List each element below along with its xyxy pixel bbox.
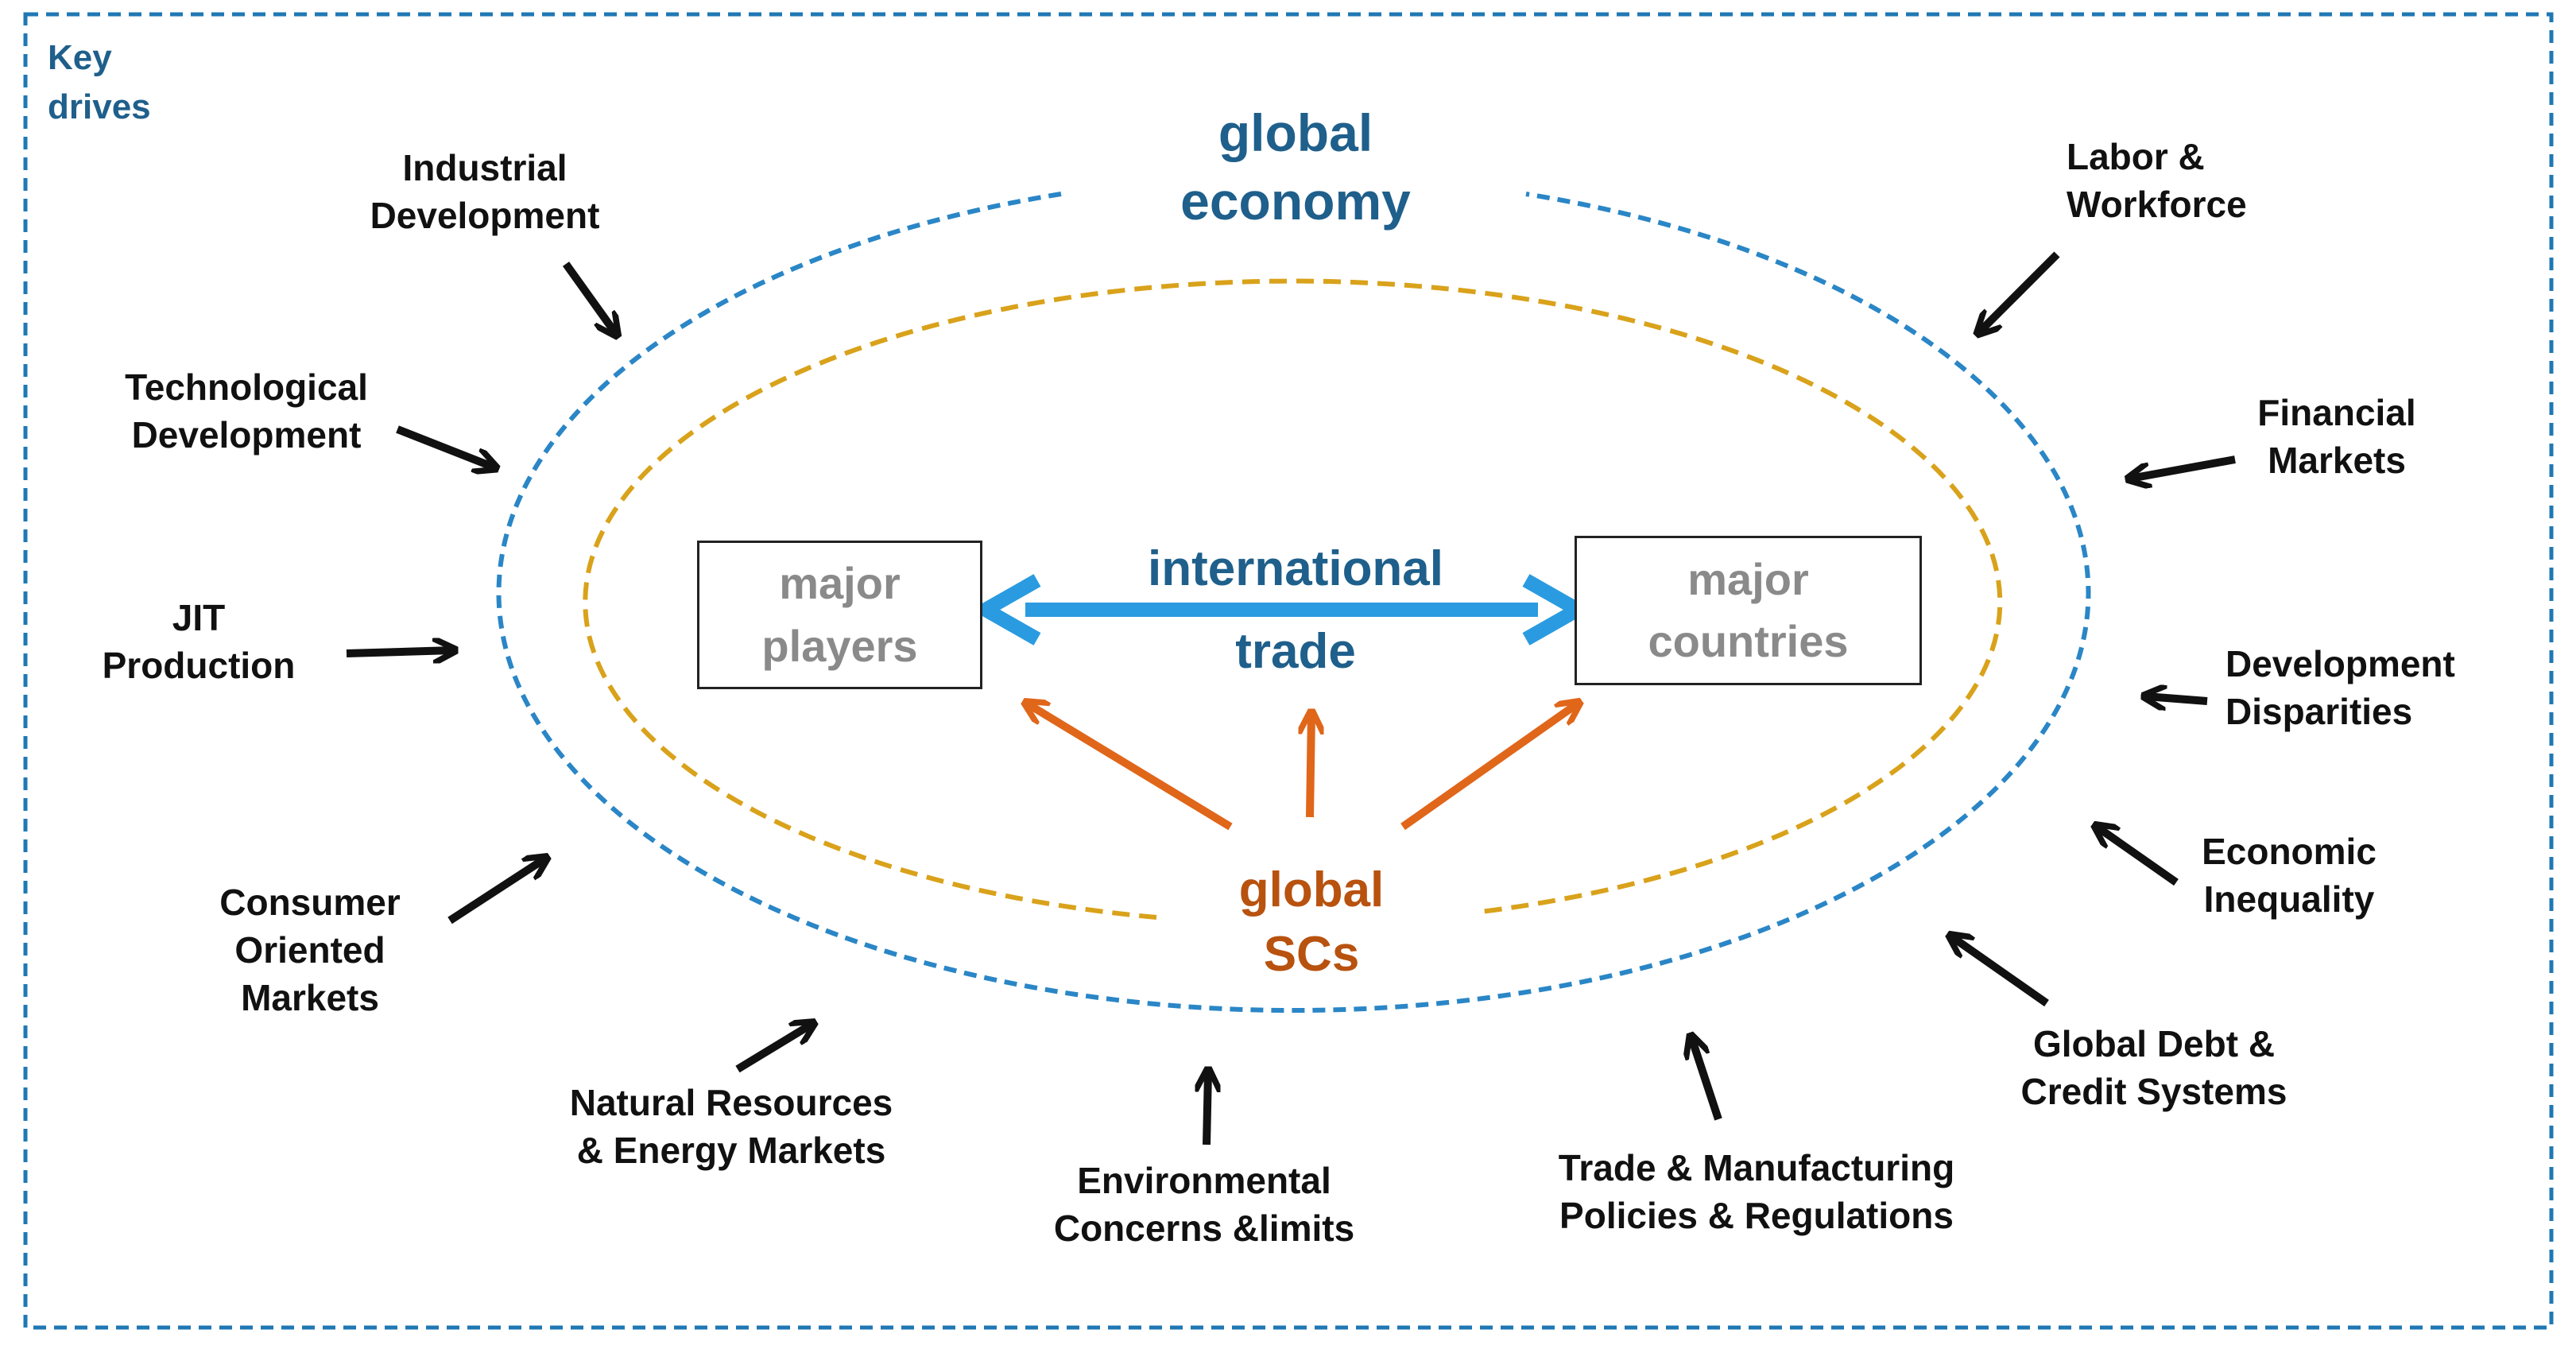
major-countries-label: major countries: [1648, 553, 1849, 666]
driver-arrow-economic: [2097, 827, 2179, 886]
key-drives-frame: [23, 12, 2554, 1330]
driver-arrow-jit: [346, 650, 453, 653]
driver-arrow-consumer: [447, 859, 545, 925]
major-countries-box: major countries: [1575, 536, 1922, 685]
global-economy-ellipse: [496, 192, 2091, 1014]
driver-arrow-global-debt: [1951, 936, 2049, 1007]
driver-trade-manufacturing-policies: Trade & Manufacturing Policies & Regulat…: [1558, 1147, 1955, 1236]
driver-arrow-trade-policies: [1691, 1037, 1722, 1121]
driver-jit-production: JIT Production: [102, 597, 296, 686]
international-trade-label: international trade: [1097, 536, 1494, 684]
global-economy-label: global economy: [1180, 103, 1411, 231]
driver-natural-resources: Natural Resources & Energy Markets: [569, 1082, 893, 1171]
driver-arrow-natural: [735, 1024, 812, 1073]
driver-arrow-financial: [2130, 455, 2236, 479]
major-players-label: major players: [761, 558, 918, 671]
driver-arrow-development: [2146, 696, 2208, 701]
driver-arrow-environmental: [1207, 1072, 1208, 1145]
sc-arrow-up: [1310, 714, 1311, 818]
global-scs-label: global SCs: [1238, 863, 1385, 982]
driver-global-debt-credit: Global Debt & Credit Systems: [2020, 1023, 2287, 1112]
major-players-box: major players: [697, 541, 982, 689]
key-drives-label: Key drives: [48, 38, 151, 126]
sc-arrow-left: [1027, 704, 1233, 831]
driver-arrow-technological: [396, 425, 494, 467]
driver-arrow-labor: [1979, 251, 2060, 332]
driver-technological-development: Technological Development: [125, 366, 368, 455]
driver-labor-workforce: Labor & Workforce: [2067, 136, 2247, 225]
driver-environmental-concerns: Environmental Concerns &limits: [1053, 1160, 1355, 1249]
driver-development-disparities: Development Disparities: [2225, 643, 2455, 732]
international-label: international: [1147, 541, 1444, 596]
driver-financial-markets: Financial Markets: [2257, 392, 2416, 481]
driver-industrial-development: Industrial Development: [370, 147, 600, 236]
driver-consumer-oriented-markets: Consumer Oriented Markets: [219, 882, 401, 1018]
driver-arrow-industrial: [562, 262, 616, 334]
sc-arrow-right: [1400, 704, 1578, 831]
global-scs-ellipse: [583, 278, 2003, 920]
trade-label: trade: [1235, 623, 1356, 679]
driver-economic-inequality: Economic Inequality: [2202, 831, 2377, 920]
